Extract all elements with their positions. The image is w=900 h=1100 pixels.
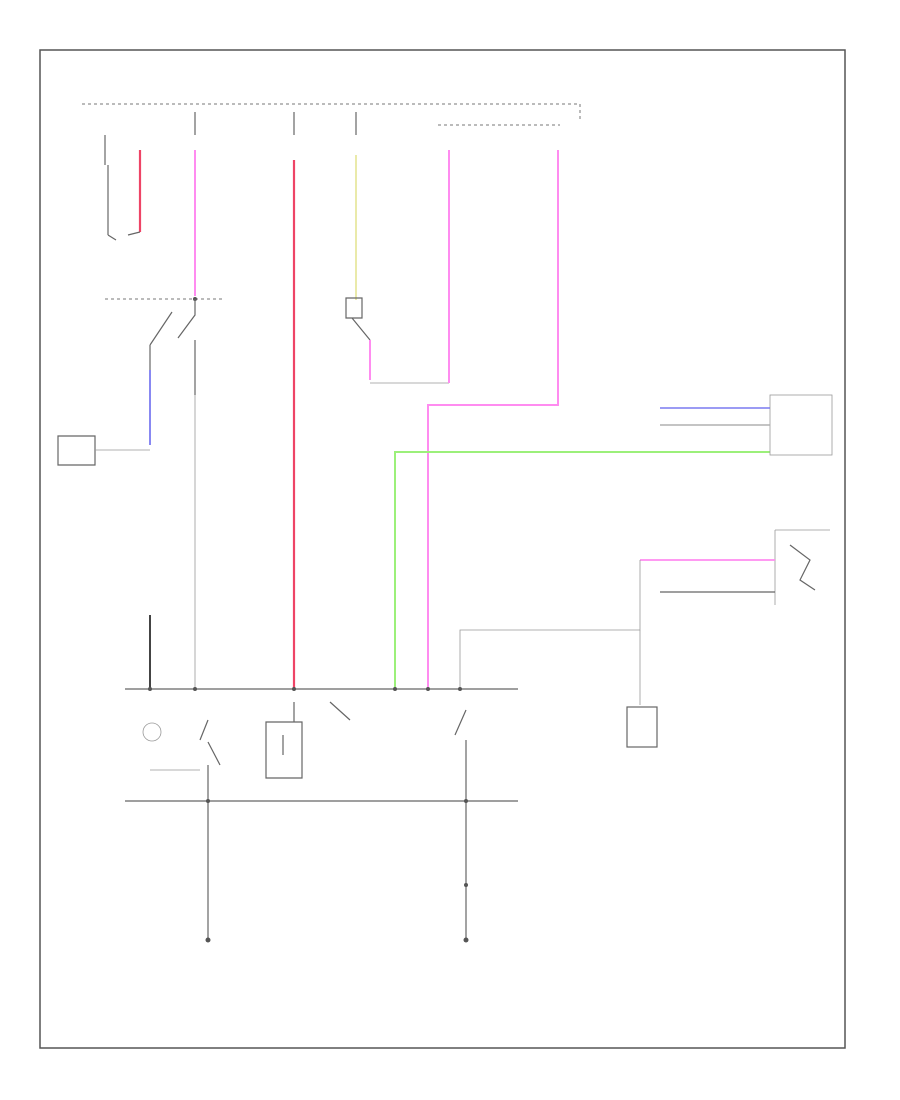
right-lower-sensor (640, 529, 830, 605)
left-component (107, 231, 141, 241)
bus-dot-2 (193, 687, 197, 691)
module-switch-2 (293, 701, 351, 722)
bus-dot-5 (426, 687, 430, 691)
module-ground-symbol (142, 722, 162, 742)
headlamp-switch (177, 299, 196, 395)
sensor-module-box (626, 706, 658, 748)
module-switch-1 (199, 719, 221, 801)
bus-dot-4 (393, 687, 397, 691)
bus-dot-6 (458, 687, 462, 691)
ground-right (463, 799, 469, 943)
diagram-frame (39, 49, 846, 1049)
right-upper-connector (660, 394, 833, 456)
dimmer-switch (345, 297, 371, 341)
module-switch-3 (454, 709, 467, 801)
auto-lamp-module (57, 435, 96, 466)
bus-dot-3 (292, 687, 296, 691)
switch-contact-a (149, 311, 173, 370)
ground-left (205, 799, 211, 943)
wire-pink-5 (427, 150, 559, 690)
power-bus-dashed (82, 103, 581, 120)
module-relay (265, 721, 303, 779)
bus-dot-1 (148, 687, 152, 691)
wire-gray-sensor (459, 560, 641, 690)
wire-green (394, 451, 770, 690)
